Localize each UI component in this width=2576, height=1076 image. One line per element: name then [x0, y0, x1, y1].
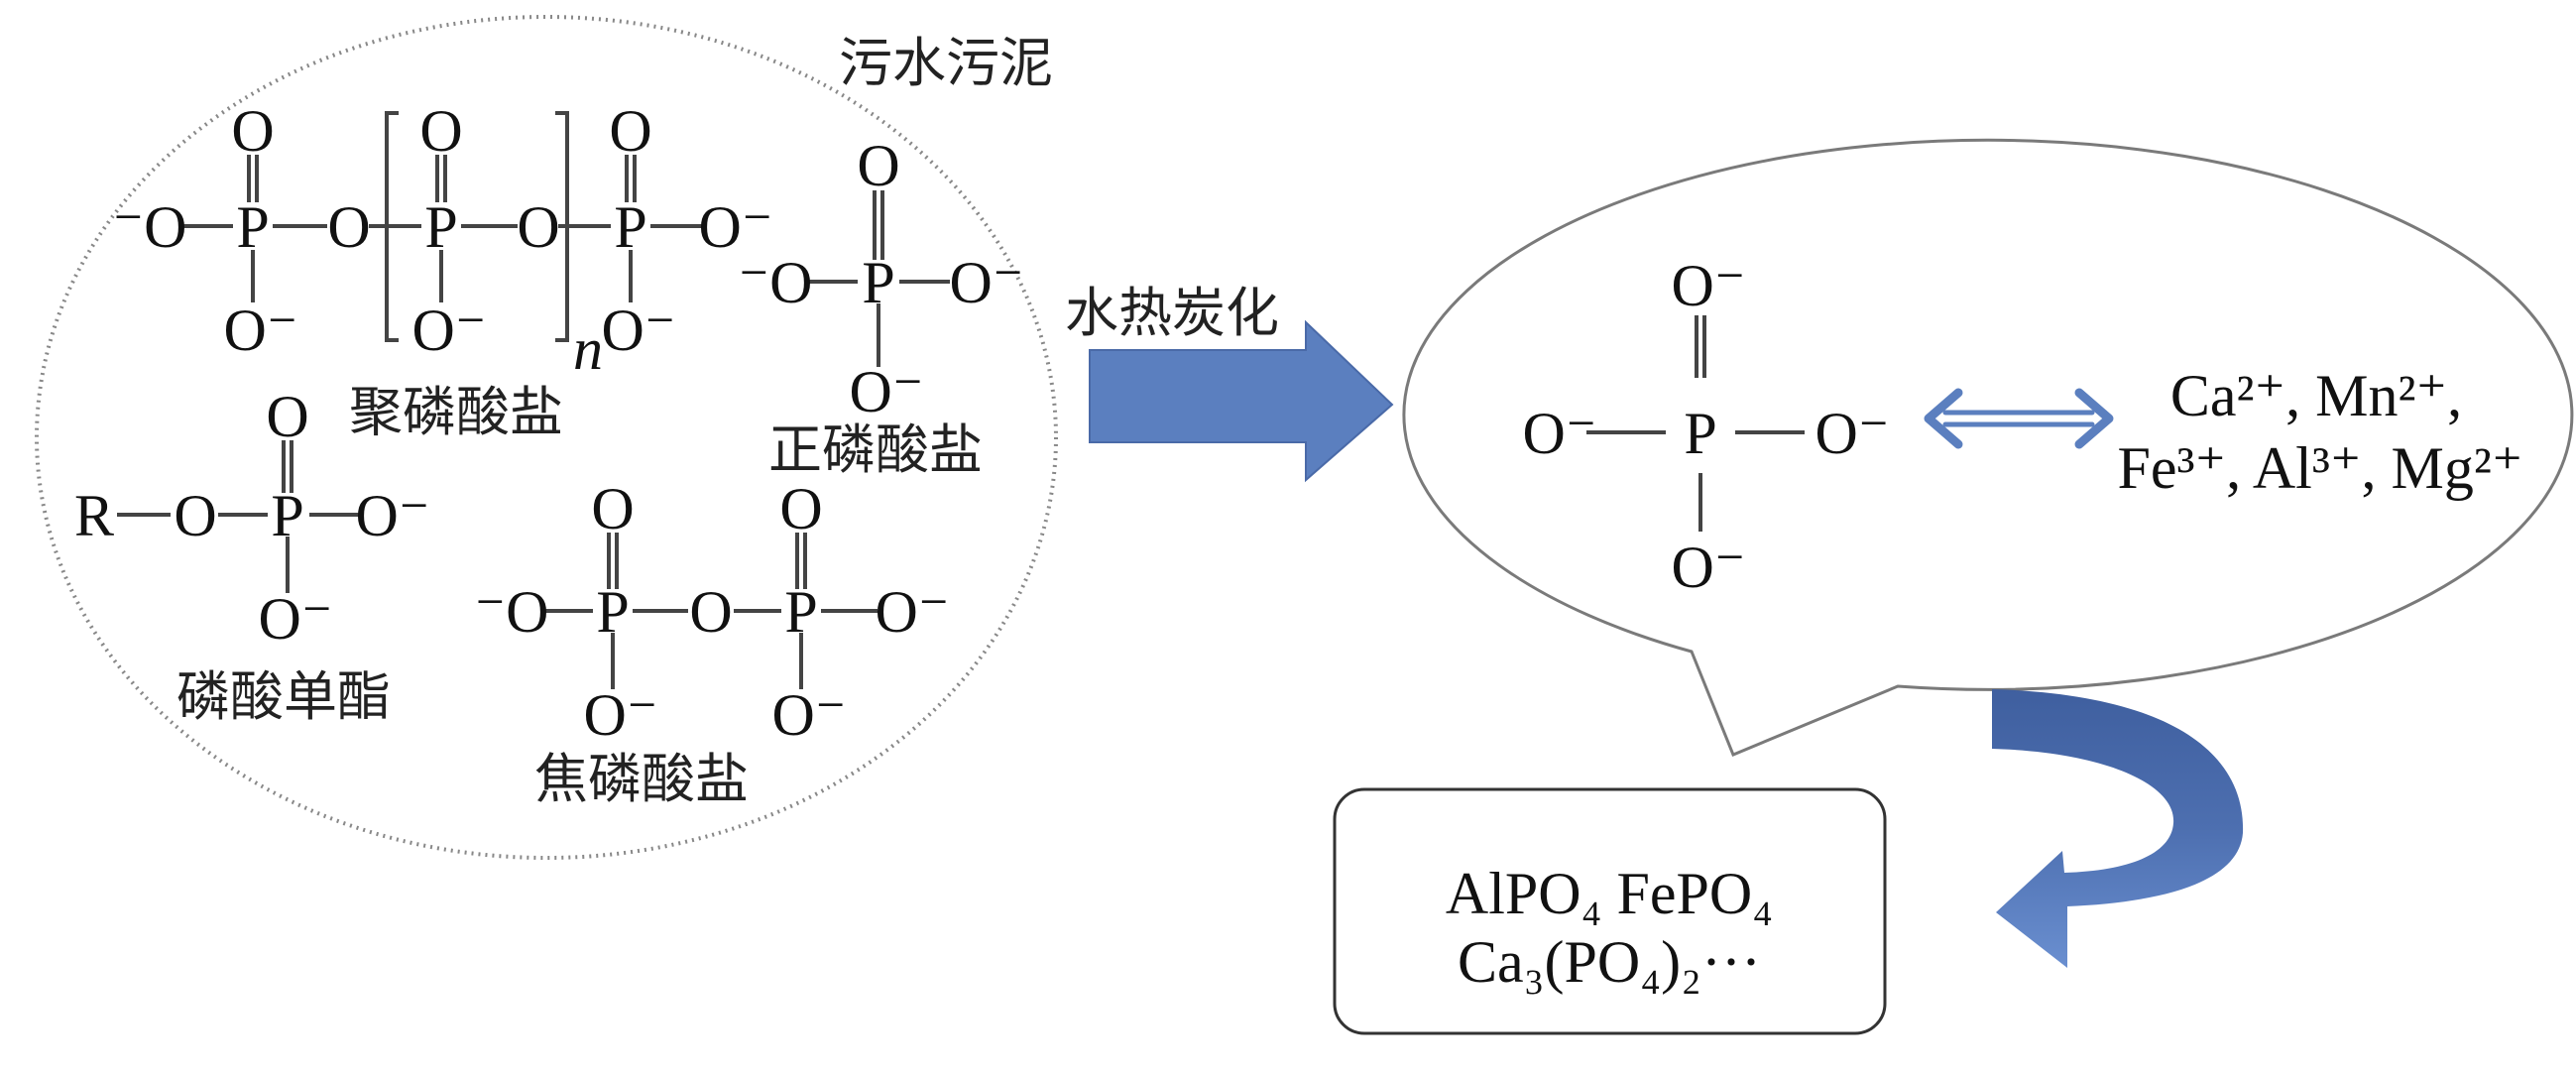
polyphosphate-label: 聚磷酸盐 [349, 381, 563, 443]
atom-label: O⁻ [876, 579, 950, 645]
hydrothermal-carbonization-label: 水热炭化 [1065, 282, 1279, 344]
products-line-2: Ca₃(PO₄)₂··· [1458, 929, 1761, 995]
atom-label: O⁻ [1523, 401, 1597, 466]
sewage-sludge-label: 污水污泥 [839, 32, 1053, 94]
atom-label: O [609, 98, 651, 164]
atom-label: P [424, 194, 457, 260]
monoester-label: 磷酸单酯 [176, 665, 391, 728]
sewage-sludge-region [35, 15, 1058, 860]
precipitation-curved-arrow [1992, 689, 2244, 968]
atom-label: O⁻ [850, 359, 924, 424]
speech-bubble [1402, 138, 2574, 757]
precipitate-products-box [1333, 787, 1887, 1035]
atom-label: O⁻ [224, 298, 298, 363]
atom-label: O⁻ [602, 298, 676, 363]
products-line-1: AlPO₄ FePO₄ [1446, 861, 1773, 926]
atom-label: P [784, 579, 817, 645]
atom-label: O [779, 476, 822, 541]
atom-label: P [271, 483, 303, 548]
atom-label: O [266, 384, 308, 449]
atom-label: O [591, 476, 634, 541]
atom-label: O⁻ [1815, 401, 1890, 466]
orthophosphate-label: 正磷酸盐 [768, 418, 983, 481]
atom-label: O [689, 579, 732, 645]
atom-label: O⁻ [356, 483, 430, 548]
polymer-repeat-n: n [573, 316, 603, 382]
atom-label: O⁻ [950, 250, 1024, 315]
atom-label: P [614, 194, 646, 260]
atom-label: O⁻ [1672, 535, 1746, 600]
atom-label: O [327, 194, 370, 260]
atom-label: R [74, 483, 114, 548]
process-arrow [1089, 319, 1394, 483]
atom-label: ⁻O [475, 579, 549, 645]
atom-label: O⁻ [584, 682, 658, 748]
atom-label: P [1684, 401, 1716, 466]
atom-label: O [174, 483, 216, 548]
atom-label: P [236, 194, 269, 260]
atom-label: P [596, 579, 629, 645]
equilibrium-double-arrow-icon [1924, 388, 2114, 449]
atom-label: O⁻ [1672, 253, 1746, 318]
atom-label: O [517, 194, 559, 260]
atom-label: O⁻ [772, 682, 847, 748]
atom-label: O [857, 133, 899, 198]
atom-label: O⁻ [412, 298, 487, 363]
atom-label: P [862, 250, 894, 315]
atom-label: O⁻ [699, 194, 773, 260]
atom-label: ⁻O [739, 250, 813, 315]
atom-label: O [419, 98, 462, 164]
atom-label: O⁻ [259, 586, 333, 652]
atom-label: O [231, 98, 274, 164]
cations-line-2: Fe³⁺, Al³⁺, Mg²⁺ [2117, 435, 2522, 501]
cations-line-1: Ca²⁺, Mn²⁺, [2170, 363, 2462, 428]
atom-label: ⁻O [113, 194, 187, 260]
chemical-bonds [117, 155, 1805, 689]
pyrophosphate-label: 焦磷酸盐 [534, 748, 749, 810]
